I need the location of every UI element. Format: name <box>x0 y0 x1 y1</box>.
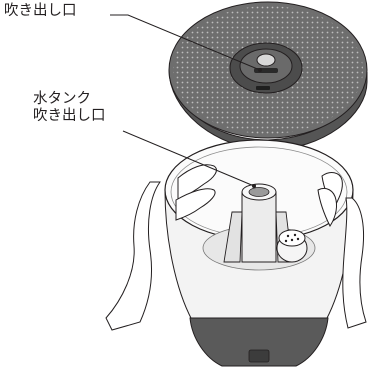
float-dot <box>284 239 288 243</box>
lid-indicator <box>256 86 270 90</box>
tank-fin-left <box>223 211 243 263</box>
right-finger <box>317 187 337 227</box>
tank-base <box>189 317 329 367</box>
lid-rim <box>168 69 368 151</box>
float-dot <box>286 234 290 238</box>
left-finger <box>175 188 216 221</box>
tank-center-column <box>241 191 277 263</box>
base-button <box>248 349 270 363</box>
top-outlet-leader-dot <box>258 68 262 72</box>
top-outlet-leader-line <box>110 14 261 71</box>
float-dot <box>296 237 300 241</box>
top-lid <box>168 1 368 151</box>
tank-outlet-label-line1: 水タンク <box>33 91 91 107</box>
float-dot <box>293 233 297 237</box>
right-hand <box>342 197 367 329</box>
tank-outlet-label-line2: 吹き出し口 <box>33 108 106 124</box>
hands <box>105 164 367 331</box>
top-outlet-label: 吹き出し口 <box>4 3 77 19</box>
float-dot <box>290 238 294 242</box>
tank-outlet-label: 水タンク 吹き出し口 <box>33 91 106 125</box>
tank-float-top <box>278 229 306 247</box>
tank-outlet-hole <box>248 187 270 197</box>
tank-outlet-leader-dot <box>252 184 256 188</box>
left-hand <box>105 181 161 331</box>
tank-outlet-leader-line <box>122 130 255 187</box>
lid-outlet-knob <box>256 53 276 67</box>
